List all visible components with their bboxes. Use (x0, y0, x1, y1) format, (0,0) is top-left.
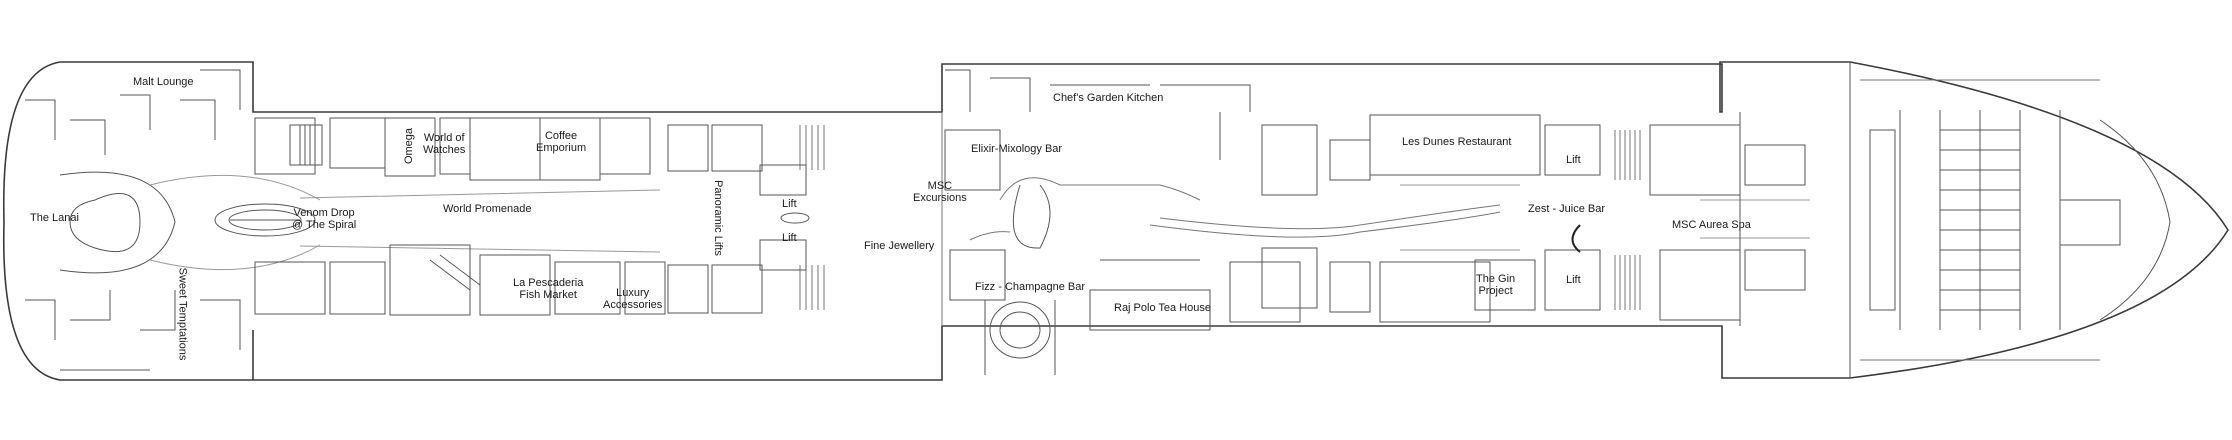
label-world-of-watches: World of Watches (423, 132, 465, 156)
label-les-dunes: Les Dunes Restaurant (1402, 136, 1512, 148)
label-raj-polo: Raj Polo Tea House (1114, 302, 1212, 314)
label-gin-project-line2: Project (1478, 285, 1513, 297)
label-luxury-accessories-line2: Accessories (603, 299, 663, 311)
label-venom-drop: Venom Drop @ The Spiral (292, 207, 356, 231)
label-msc-excursions: MSC Excursions (913, 180, 967, 204)
label-venom-drop-line2: @ The Spiral (292, 219, 357, 231)
label-world-of-watches-line2: Watches (423, 144, 466, 156)
label-venom-drop-line1: Venom Drop (293, 207, 355, 219)
label-aurea-spa: MSC Aurea Spa (1672, 219, 1751, 231)
label-fizz-bar: Fizz - Champagne Bar (975, 281, 1086, 293)
label-zest-bar: Zest - Juice Bar (1528, 203, 1606, 215)
hull-outline (2, 61, 2229, 381)
label-the-lanai: The Lanai (30, 212, 79, 224)
label-sweet-temptations: Sweet Temptations (176, 267, 189, 361)
label-la-pescaderia-line1: La Pescaderia (513, 277, 584, 289)
label-elixir-bar: Elixir-Mixology Bar (971, 143, 1063, 155)
label-gin-project: The Gin Project (1476, 273, 1515, 297)
label-lift-2: Lift (782, 232, 797, 244)
label-omega: Omega (403, 127, 416, 165)
label-lift-1: Lift (782, 198, 797, 210)
label-world-promenade: World Promenade (443, 203, 532, 215)
label-fine-jewellery: Fine Jewellery (864, 240, 935, 252)
label-coffee-emporium-line2: Emporium (536, 142, 587, 154)
label-la-pescaderia: La Pescaderia Fish Market (513, 277, 583, 301)
label-gin-project-line1: The Gin (1476, 273, 1516, 285)
label-la-pescaderia-line2: Fish Market (519, 289, 577, 301)
label-luxury-accessories: Luxury Accessories (603, 287, 662, 311)
label-world-of-watches-line1: World of (423, 132, 465, 144)
label-panoramic-lifts: Panoramic Lifts (711, 180, 724, 256)
label-chefs-garden: Chef's Garden Kitchen (1053, 92, 1164, 104)
label-coffee-emporium-line1: Coffee (544, 130, 578, 142)
label-lift-4: Lift (1566, 274, 1581, 286)
label-coffee-emporium: Coffee Emporium (536, 130, 586, 154)
label-msc-excursions-line1: MSC (927, 180, 953, 192)
label-malt-lounge: Malt Lounge (133, 76, 194, 88)
label-msc-excursions-line2: Excursions (913, 192, 967, 204)
label-luxury-accessories-line1: Luxury (616, 287, 650, 299)
label-lift-3: Lift (1566, 154, 1581, 166)
